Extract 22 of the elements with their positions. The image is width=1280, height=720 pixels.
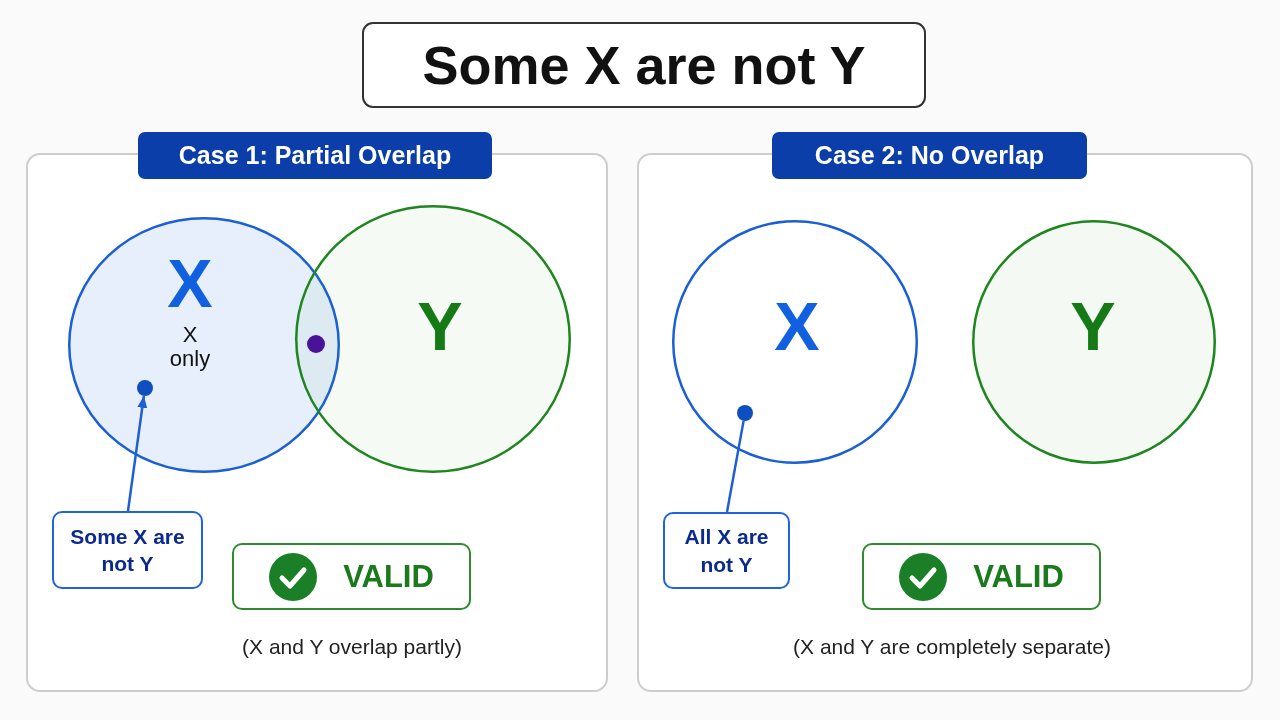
point-marker	[137, 380, 153, 396]
set-label: X	[774, 288, 820, 364]
set-label: Y	[417, 288, 463, 364]
status-label: VALID	[343, 558, 434, 595]
case-heading: Case 1: Partial Overlap	[138, 132, 492, 179]
leader-line	[126, 395, 148, 512]
callout: All X are not Y	[663, 512, 790, 589]
venn-circle	[295, 205, 571, 473]
venn-circle	[972, 220, 1216, 464]
leader-line	[725, 420, 745, 513]
status-label: VALID	[973, 558, 1064, 595]
status-box	[232, 543, 471, 610]
callout: Some X are not Y	[52, 511, 203, 589]
set-label: Y	[1070, 288, 1116, 364]
venn-circle	[672, 220, 918, 464]
status-box	[862, 543, 1101, 610]
case-note: (X and Y are completely separate)	[793, 635, 1111, 659]
case-note: (X and Y overlap partly)	[242, 635, 462, 659]
case-heading: Case 2: No Overlap	[772, 132, 1087, 179]
region-label: X only	[168, 322, 212, 372]
set-label: X	[167, 245, 213, 321]
title: Some X are not Y	[362, 22, 926, 108]
